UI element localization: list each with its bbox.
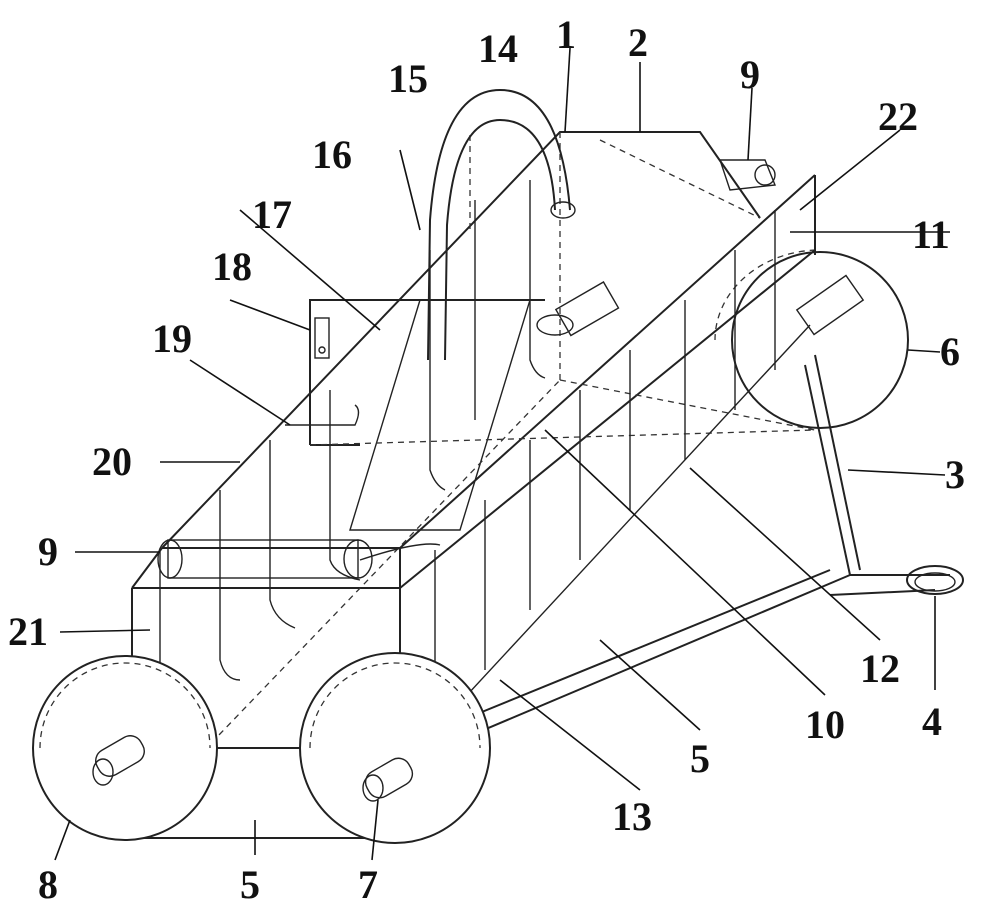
leader-8 bbox=[54, 819, 71, 861]
label-19: 19 bbox=[152, 316, 192, 361]
label-17: 17 bbox=[252, 192, 292, 237]
part-labels: 1 2 9 22 14 15 16 11 17 18 6 19 20 3 9 2… bbox=[8, 12, 965, 907]
roller-9-top bbox=[719, 159, 776, 191]
label-12: 12 bbox=[860, 646, 900, 691]
wheel-8 bbox=[32, 655, 218, 841]
label-4: 4 bbox=[922, 699, 942, 744]
label-16: 16 bbox=[312, 132, 352, 177]
label-10: 10 bbox=[805, 702, 845, 747]
label-5-right: 5 bbox=[690, 736, 710, 781]
label-6: 6 bbox=[940, 329, 960, 374]
label-1: 1 bbox=[556, 12, 576, 57]
label-5-bottom: 5 bbox=[240, 862, 260, 907]
label-13: 13 bbox=[612, 794, 652, 839]
label-22: 22 bbox=[878, 94, 918, 139]
wheel-7 bbox=[299, 652, 491, 844]
leader-lines bbox=[59, 47, 950, 791]
label-2: 2 bbox=[628, 20, 648, 65]
handle-19 bbox=[285, 404, 360, 426]
label-20: 20 bbox=[92, 439, 132, 484]
tow-frame bbox=[429, 274, 964, 741]
label-7: 7 bbox=[358, 862, 378, 907]
switch-18 bbox=[314, 317, 330, 359]
label-14: 14 bbox=[478, 26, 518, 71]
roller-9-left bbox=[157, 539, 441, 579]
label-9-top: 9 bbox=[740, 52, 760, 97]
leader-7 bbox=[371, 799, 379, 861]
label-18: 18 bbox=[212, 244, 252, 289]
label-21: 21 bbox=[8, 609, 48, 654]
wheel-6 bbox=[714, 249, 909, 429]
label-8: 8 bbox=[38, 862, 58, 907]
label-3: 3 bbox=[945, 452, 965, 497]
hose-14 bbox=[427, 88, 576, 361]
label-9-left: 9 bbox=[38, 529, 58, 574]
label-11: 11 bbox=[912, 212, 950, 257]
label-15: 15 bbox=[388, 56, 428, 101]
